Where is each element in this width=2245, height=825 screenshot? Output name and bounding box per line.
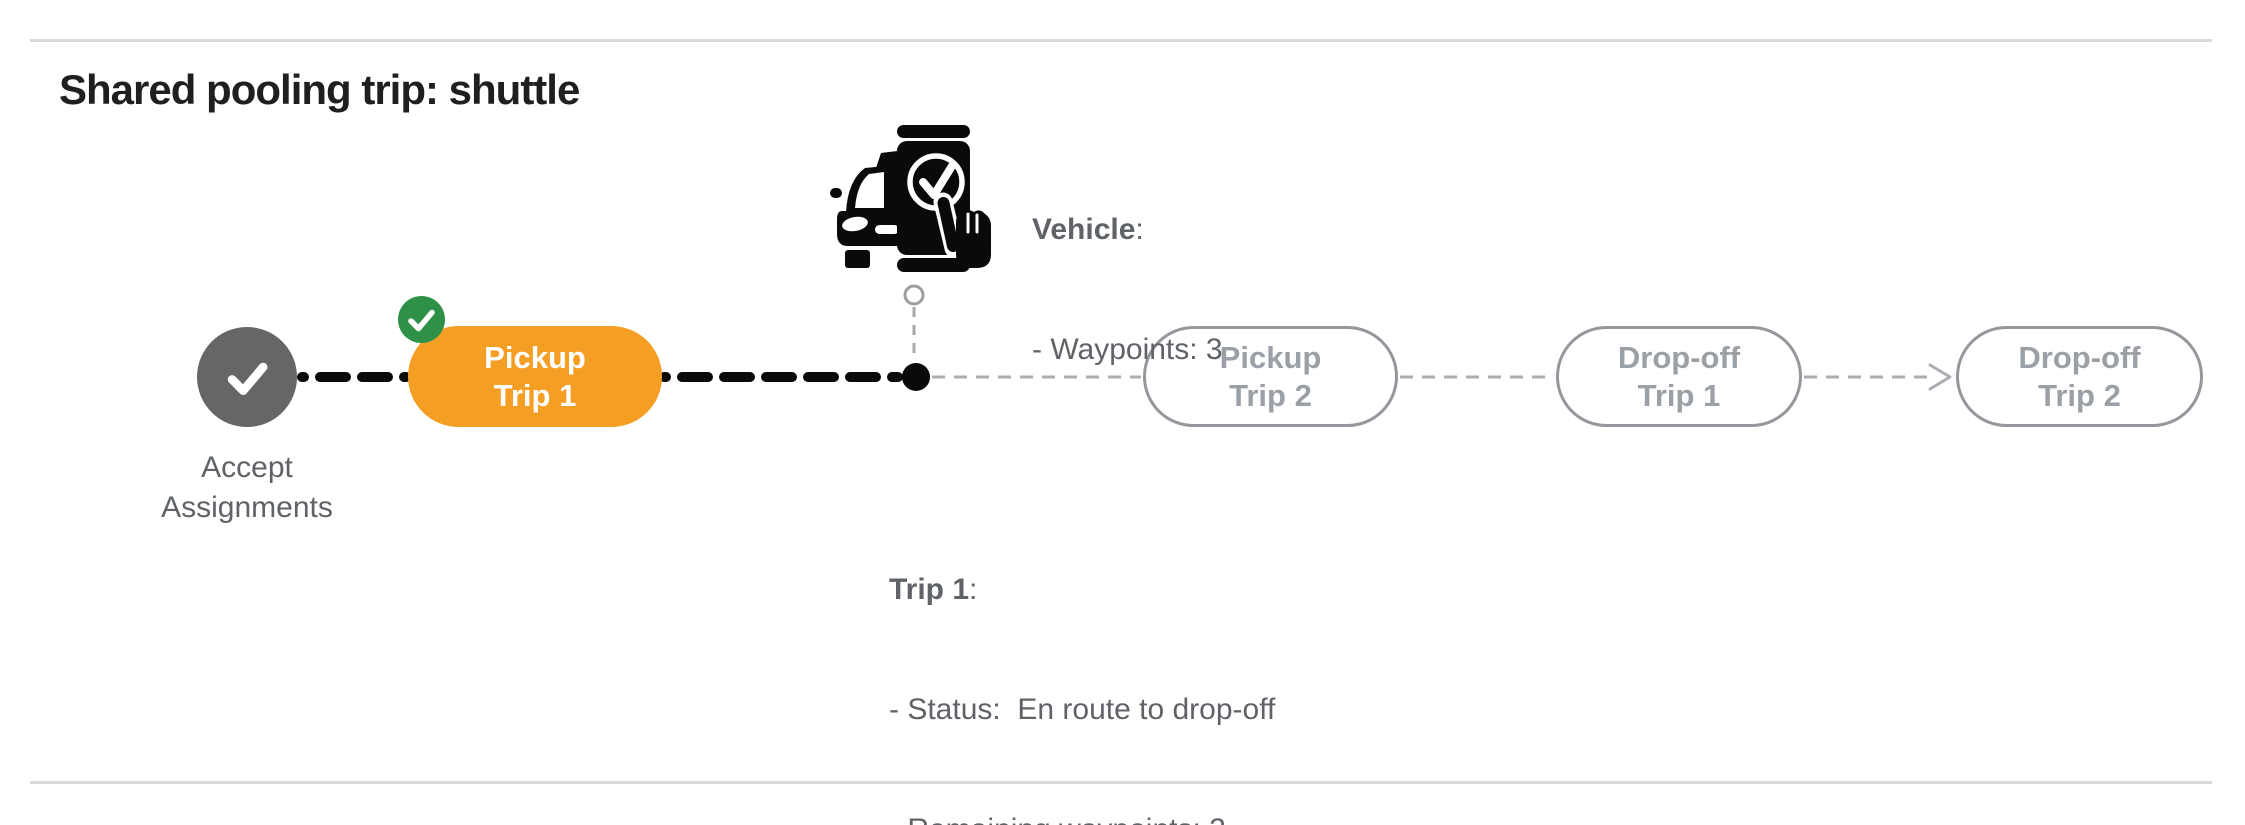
stop-label-line2: Trip 2 — [2038, 377, 2121, 413]
trip1-status-line: - Status: En route to drop-off — [889, 693, 1276, 726]
accept-label-line1: Accept — [201, 451, 293, 484]
stop-dropoff-trip-1: Drop-off Trip 1 — [1556, 326, 1802, 427]
stop-dropoff-trip-2: Drop-off Trip 2 — [1956, 326, 2203, 427]
trip1-heading-text: Trip 1 — [889, 573, 970, 606]
trip1-heading-colon: : — [969, 573, 978, 606]
vehicle-icon — [830, 125, 991, 272]
accept-assignments-label: Accept Assignments — [97, 448, 397, 528]
stop-label-line1: Drop-off — [2018, 339, 2141, 375]
top-divider — [30, 39, 2212, 42]
vehicle-info-block: Vehicle: - Waypoints: 3 — [1032, 130, 1223, 450]
stop-pickup-trip-1: Pickup Trip 1 — [408, 326, 662, 427]
check-icon — [408, 309, 435, 332]
trip1-waypoints-line: - Remaining waypoints: 2 — [889, 810, 1275, 825]
stop-label-line2: Trip 2 — [1229, 377, 1312, 413]
stop-pickup-trip-2: Pickup Trip 2 — [1143, 326, 1398, 427]
bottom-divider — [30, 781, 2212, 784]
vehicle-waypoints-line: - Waypoints: 3 — [1032, 333, 1223, 366]
stop-label-line1: Pickup — [484, 339, 586, 375]
stop-label-line2: Trip 1 — [493, 377, 577, 413]
vehicle-heading-colon: : — [1135, 213, 1144, 246]
arrowhead-icon — [1928, 363, 1952, 391]
stop-label-line2: Trip 1 — [1637, 377, 1721, 413]
trip-info-block: Trip 1: - Status: En route to drop-off -… — [889, 490, 1275, 825]
accept-assignments-node — [197, 327, 297, 427]
vehicle-position-dot — [902, 363, 930, 391]
stop-label-line1: Drop-off — [1617, 339, 1741, 375]
accept-label-line2: Assignments — [161, 491, 333, 524]
vehicle-anchor-circle — [903, 284, 925, 306]
vehicle-heading-text: Vehicle — [1032, 213, 1136, 246]
page-title: Shared pooling trip: shuttle — [59, 66, 580, 113]
stop-label-line1: Pickup — [1219, 339, 1322, 375]
completed-badge — [398, 296, 445, 343]
trip1-heading: Trip 1: — [889, 570, 1275, 610]
vehicle-info-heading: Vehicle: — [1032, 210, 1223, 250]
check-icon — [227, 362, 268, 395]
